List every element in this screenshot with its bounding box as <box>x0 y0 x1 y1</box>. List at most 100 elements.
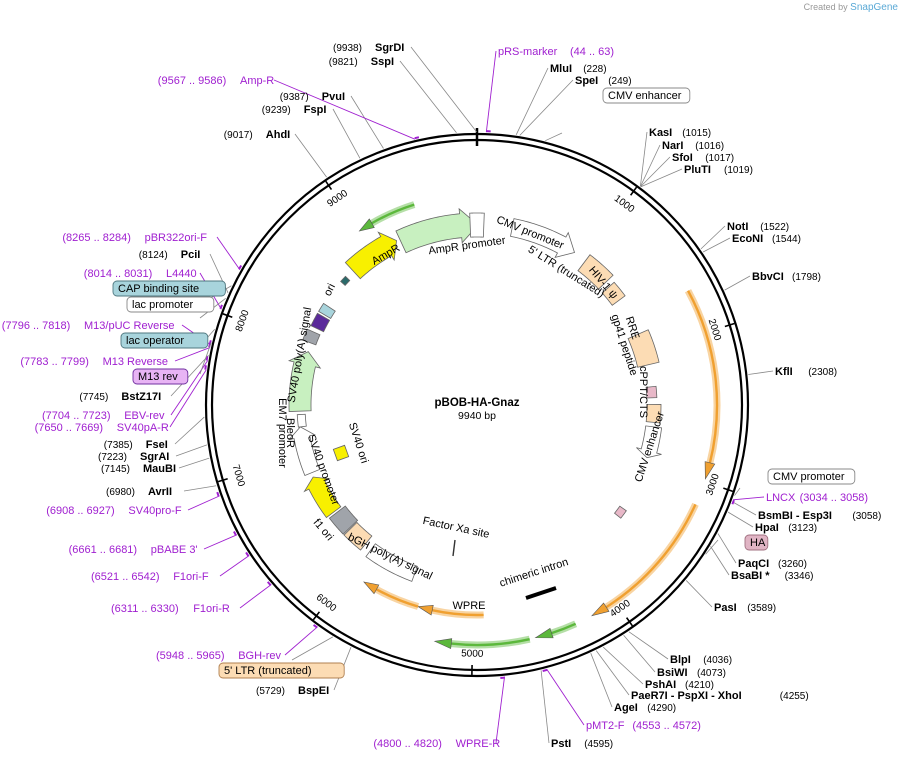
site-name: PluTI <box>684 164 711 176</box>
primer-leader <box>239 584 272 609</box>
site-position: (7385) <box>104 440 133 451</box>
site-position: (2308) <box>808 367 837 378</box>
feature-box-lac-promoter: lac promoter <box>126 296 215 313</box>
primer-mark <box>731 499 735 505</box>
primer-name: L4440 <box>166 268 197 280</box>
site-name: MluI <box>550 63 572 75</box>
site-position: (4036) <box>703 655 732 666</box>
primer-name: M13 Reverse <box>103 356 168 368</box>
primer-ebv-rev: EBV-rev(7704 .. 7723) <box>42 410 165 422</box>
feature-box-5-ltr-truncated: 5' LTR (truncated) <box>218 662 345 679</box>
credit-prefix: Created by <box>803 2 848 12</box>
ha-tag-feature <box>613 505 627 519</box>
primer-range: (5948 .. 5965) <box>156 650 225 662</box>
leader-line <box>332 108 361 159</box>
leader-line <box>540 670 550 744</box>
site-position: (7223) <box>98 452 127 463</box>
cmv-promoter-arc <box>605 503 697 609</box>
leader-line <box>732 501 757 516</box>
leader-line <box>410 46 477 133</box>
tick-mark <box>325 180 333 191</box>
site-name: BlpI <box>670 654 691 666</box>
primer-range: (8014 .. 8031) <box>84 268 153 280</box>
site-position: (9387) <box>280 92 309 103</box>
restriction-site-pluti: PluTI(1019) <box>684 164 753 176</box>
site-position: (9938) <box>333 43 362 54</box>
site-position: (1798) <box>792 272 821 283</box>
ori-feature <box>344 231 397 280</box>
primer-range: (7650 .. 7669) <box>35 422 104 434</box>
feature-box-bg <box>132 368 189 385</box>
primer-mark <box>266 581 272 586</box>
primer-name: pMT2-F <box>586 720 625 732</box>
site-position: (6980) <box>106 487 135 498</box>
restriction-site-paqci: PaqCI(3260) <box>738 558 807 570</box>
tick-label: 7000 <box>230 463 247 488</box>
cmv-promoter-arc-halo <box>604 502 699 611</box>
intron-exon-arc <box>451 637 530 647</box>
primer-name: F1ori-R <box>193 603 230 615</box>
tick-mark <box>625 617 634 627</box>
primer-mark <box>542 668 548 672</box>
restriction-site-hpai: HpaI(3123) <box>755 522 817 534</box>
site-name: BstZ17I <box>121 391 161 403</box>
primer-l4440: L4440 (8014 .. 8031) <box>84 268 197 280</box>
restriction-site-bbvci: BbvCI (1798) <box>752 271 821 283</box>
restriction-site-bsmbi-esp3i: BsmBI - Esp3I(3058) <box>758 510 881 522</box>
hiv-psi-feature <box>601 281 626 306</box>
wpre-arc-a-head <box>417 604 434 616</box>
leader-line <box>628 631 669 660</box>
restriction-site-kasi: KasI(1015) <box>649 127 711 139</box>
site-name: PciI <box>181 249 201 261</box>
leader-line <box>727 511 754 528</box>
plasmid-length: 9940 bp <box>458 410 496 422</box>
site-name: MauBI <box>143 463 176 475</box>
primer-f1ori-r: F1ori-R(6311 .. 6330) <box>111 603 230 615</box>
primer-sv40pa-r: SV40pA-R(7650 .. 7669) <box>35 422 169 434</box>
feature-label-cppt-cts: cPPT/CTS <box>637 366 649 418</box>
primer-mark <box>312 624 318 629</box>
leader-line <box>175 444 208 457</box>
feature-box-text: 5' LTR (truncated) <box>224 665 311 677</box>
primer-wpre-r: WPRE-R(4800 .. 4820) <box>373 738 500 750</box>
leader-line <box>399 60 457 134</box>
site-position: (3058) <box>852 511 881 522</box>
primer-range: (4800 .. 4820) <box>373 738 442 750</box>
primer-range: (7783 .. 7799) <box>20 356 89 368</box>
site-position: (1015) <box>682 128 711 139</box>
site-name: SpeI <box>575 75 598 87</box>
restriction-site-econi: EcoNI(1544) <box>732 233 801 245</box>
restriction-site-noti: NotI(1522) <box>727 221 789 233</box>
rre-feature <box>627 329 660 368</box>
restriction-site-blpi: BlpI (4036) <box>670 654 732 666</box>
tick-mark <box>629 186 638 196</box>
tick-mark <box>724 322 735 328</box>
feature-label-chimeric-intron: chimeric intron <box>498 556 570 590</box>
cmv-enhancer-arc-halo <box>684 289 721 464</box>
primer-name: pRS-marker <box>498 46 558 58</box>
site-position: (1522) <box>760 222 789 233</box>
leader-line <box>700 225 726 250</box>
outer-feature-layer <box>358 201 721 650</box>
site-position: (4073) <box>697 668 726 679</box>
primer-leader <box>732 496 765 501</box>
feature-box-bg <box>744 534 769 551</box>
leader-line <box>640 168 683 188</box>
site-name: SgrAI <box>140 451 169 463</box>
site-name: SfoI <box>672 152 693 164</box>
leader-line <box>639 131 648 187</box>
ampr-promoter-box <box>469 212 485 238</box>
tick-label: 6000 <box>314 592 339 614</box>
site-position: (7745) <box>79 392 108 403</box>
cmv-enhancer-arc <box>686 290 719 464</box>
primer-range: (44 .. 63) <box>570 46 614 58</box>
feature-label-em7-promoter: EM7 promoter <box>276 398 288 468</box>
primer-f1ori-f: F1ori-F(6521 .. 6542) <box>91 571 209 583</box>
primer-range: (8265 .. 8284) <box>62 232 130 244</box>
box-leader <box>705 539 719 555</box>
restriction-site-fsei: FseI(7385) <box>104 439 168 451</box>
site-name: BbvCI <box>752 271 784 283</box>
wpre-feature <box>365 543 418 582</box>
restriction-site-spei: SpeI(249) <box>575 75 632 87</box>
primer-range: (6661 .. 6681) <box>69 544 138 556</box>
